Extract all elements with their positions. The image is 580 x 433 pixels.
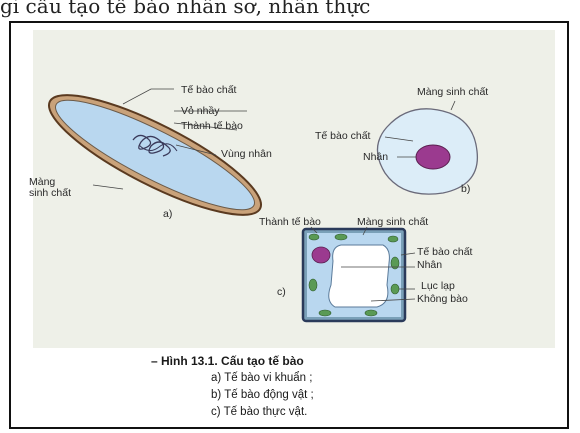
- caption-item-a: a) Tế bào vi khuẩn ;: [151, 370, 451, 387]
- label-a-cytoplasm: Tế bào chất: [181, 84, 237, 96]
- label-c-cell-wall: Thành tế bào: [259, 216, 321, 228]
- label-a-membrane-line2: sinh chất: [29, 187, 71, 199]
- chloroplast: [388, 236, 398, 242]
- label-c-panel: c): [277, 286, 286, 298]
- label-c-nucleus: Nhân: [417, 259, 442, 271]
- plant-nucleus: [312, 247, 330, 263]
- chloroplast: [335, 234, 347, 240]
- plant-vacuole: [329, 245, 390, 307]
- label-c-cytoplasm: Tế bào chất: [417, 246, 473, 258]
- caption-item-b: b) Tế bào động vật ;: [151, 387, 451, 404]
- animal-nucleus: [416, 145, 450, 169]
- label-b-membrane: Màng sinh chất: [417, 86, 488, 98]
- label-a-panel: a): [163, 208, 172, 220]
- label-c-vacuole: Không bào: [417, 293, 468, 305]
- label-c-chloroplast: Lục lạp: [421, 280, 455, 292]
- chloroplast: [365, 310, 377, 316]
- chloroplast: [309, 279, 317, 291]
- caption-item-c: c) Tế bào thực vật.: [151, 404, 451, 421]
- label-a-capsule: Vỏ nhầy: [181, 105, 220, 117]
- plant-cell: [303, 229, 405, 321]
- label-a-membrane: Màng sinh chất: [29, 176, 71, 199]
- label-b-panel: b): [461, 183, 470, 195]
- chloroplast: [309, 234, 319, 240]
- chloroplast: [391, 284, 399, 294]
- figure-frame: Tế bào chất Vỏ nhầy Thành tế bào Vùng nh…: [9, 21, 569, 429]
- label-c-membrane: Màng sinh chất: [357, 216, 428, 228]
- label-b-cytoplasm: Tế bào chất: [315, 130, 371, 142]
- chloroplast: [319, 310, 331, 316]
- top-cropped-text: gi cấu tạo tế bào nhân sơ, nhân thực: [0, 0, 580, 18]
- label-a-nucleoid: Vùng nhân: [221, 148, 272, 160]
- figure-caption: – Hình 13.1. Cấu tạo tế bào a) Tế bào vi…: [151, 353, 451, 421]
- animal-cell: [377, 109, 477, 194]
- caption-title: – Hình 13.1. Cấu tạo tế bào: [151, 353, 451, 370]
- label-a-cell-wall: Thành tế bào: [181, 120, 243, 132]
- label-b-nucleus: Nhân: [363, 151, 388, 163]
